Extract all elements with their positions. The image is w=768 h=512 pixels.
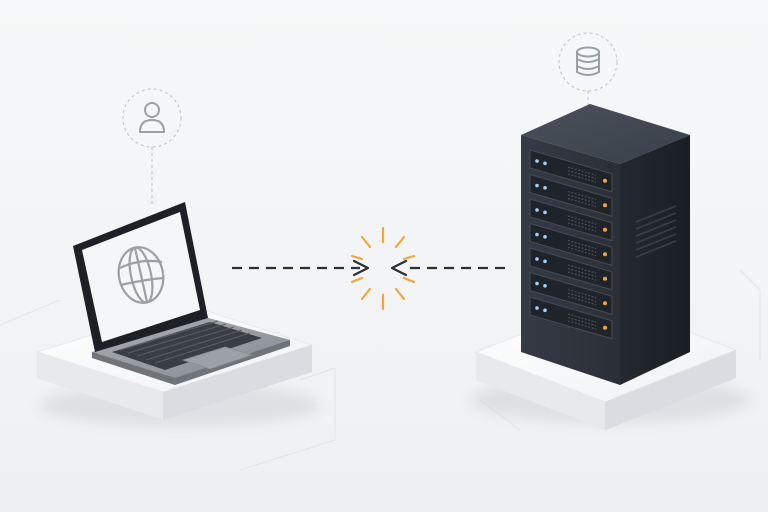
- arrow-right-icon: [352, 259, 370, 277]
- warning-led: [603, 276, 607, 281]
- warning-led: [603, 203, 607, 208]
- drive-bay: [529, 173, 613, 217]
- status-led: [535, 281, 539, 286]
- status-led: [535, 208, 539, 212]
- database-icon: [576, 46, 600, 76]
- status-led: [543, 210, 547, 215]
- user-badge: [122, 88, 182, 205]
- status-led: [543, 259, 547, 264]
- status-led: [543, 235, 547, 239]
- status-led: [543, 161, 547, 166]
- drive-bay: [529, 296, 613, 340]
- status-led: [543, 284, 547, 288]
- user-icon: [139, 102, 165, 133]
- warning-led: [603, 325, 607, 330]
- status-led: [535, 232, 539, 237]
- drive-bays: [529, 149, 613, 340]
- keyboard: [112, 320, 262, 370]
- warning-led: [603, 252, 607, 257]
- status-led: [535, 183, 539, 188]
- status-led: [535, 306, 539, 310]
- laptop: [73, 202, 290, 385]
- status-led: [543, 308, 547, 313]
- status-led: [543, 186, 547, 190]
- server-rack: [521, 104, 690, 385]
- warning-led: [603, 227, 607, 232]
- drive-bay: [529, 247, 613, 291]
- database-badge: [558, 32, 618, 130]
- side-vents: [635, 205, 677, 258]
- drive-bay: [529, 271, 613, 315]
- spark-burst-icon: [350, 226, 416, 311]
- warning-led: [603, 178, 607, 183]
- status-led: [535, 159, 539, 163]
- warning-led: [603, 301, 607, 306]
- globe-icon: [117, 246, 165, 304]
- drive-bay: [529, 222, 613, 266]
- client-node: [35, 88, 320, 427]
- connection: [232, 226, 505, 311]
- trackpad: [181, 346, 254, 370]
- arrow-left-icon: [390, 259, 408, 277]
- drive-bay: [529, 198, 613, 242]
- server-node: [470, 32, 750, 430]
- status-led: [535, 257, 539, 261]
- drive-bay: [529, 149, 613, 193]
